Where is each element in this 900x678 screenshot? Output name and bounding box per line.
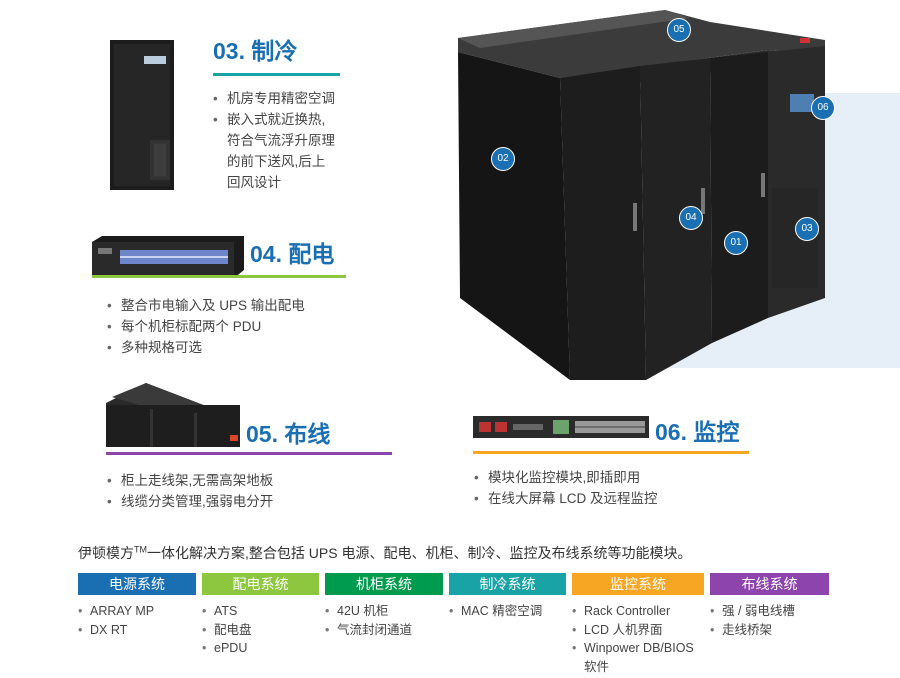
distribution-item: 每个机柜标配两个 PDU: [107, 316, 367, 337]
badge-03: 03: [795, 217, 819, 241]
intro-text-b: 一体化解决方案,整合包括 UPS 电源、配电、机柜、制冷、监控及布线系统等功能模…: [147, 545, 692, 561]
cabling-title-bar: [106, 452, 392, 455]
category-list: Rack ControllerLCD 人机界面Winpower DB/BIOS软…: [572, 602, 710, 676]
monitoring-item: 模块化监控模块,即插即用: [474, 467, 774, 488]
category-item: MAC 精密空调: [449, 602, 572, 621]
cooling-item: 嵌入式就近换热,: [213, 109, 383, 130]
badge-06: 06: [811, 96, 835, 120]
category-item: 配电盘: [202, 621, 325, 640]
cooling-item-continued: 回风设计: [213, 172, 383, 193]
monitoring-item: 在线大屏幕 LCD 及远程监控: [474, 488, 774, 509]
cooling-title: 03. 制冷: [213, 38, 298, 64]
category-item: Rack Controller: [572, 602, 710, 621]
badge-01: 01: [724, 231, 748, 255]
category-item: 软件: [584, 659, 610, 674]
category-list: ATS配电盘ePDU: [202, 602, 325, 658]
category-item: ePDU: [202, 639, 325, 658]
category-list: 42U 机柜气流封闭通道: [325, 602, 449, 639]
category-list: ARRAY MPDX RT: [78, 602, 202, 639]
distribution-list: 整合市电输入及 UPS 输出配电 每个机柜标配两个 PDU 多种规格可选: [107, 295, 367, 358]
cooling-item-line: 的前下送风,后上: [227, 154, 326, 169]
monitoring-title-bar: [473, 451, 749, 454]
intro-sentence: 伊顿模方TM一体化解决方案,整合包括 UPS 电源、配电、机柜、制冷、监控及布线…: [78, 543, 691, 563]
category-header: 电源系统: [78, 573, 196, 595]
category-list: MAC 精密空调: [449, 602, 572, 621]
category-header: 监控系统: [572, 573, 704, 595]
category-item: LCD 人机界面: [572, 621, 710, 640]
category-item: 强 / 弱电线槽: [710, 602, 835, 621]
cooling-item-line: 回风设计: [227, 175, 281, 190]
rack-controller-image: [473, 416, 649, 438]
cooling-item: 机房专用精密空调: [213, 88, 383, 109]
cooling-list: 机房专用精密空调 嵌入式就近换热, 符合气流浮升原理 的前下送风,后上 回风设计: [213, 88, 383, 193]
category-item: ATS: [202, 602, 325, 621]
badge-04: 04: [679, 206, 703, 230]
monitoring-title: 06. 监控: [655, 419, 740, 445]
category-item: 气流封闭通道: [325, 621, 449, 640]
category-item: DX RT: [78, 621, 202, 640]
category-header: 布线系统: [710, 573, 829, 595]
cabling-list: 柜上走线架,无需高架地板 线缆分类管理,强弱电分开: [107, 470, 397, 512]
cooling-item-continued: 的前下送风,后上: [213, 151, 383, 172]
cooling-title-bar: [213, 73, 340, 76]
intro-text-a: 伊顿模方: [78, 545, 134, 561]
category-header: 配电系统: [202, 573, 319, 595]
cooling-item-line: 符合气流浮升原理: [227, 133, 335, 148]
cooling-unit-image: [110, 40, 178, 190]
cabling-title: 05. 布线: [246, 421, 331, 447]
cabling-item: 线缆分类管理,强弱电分开: [107, 491, 397, 512]
distribution-title: 04. 配电: [250, 241, 335, 267]
distribution-item: 整合市电输入及 UPS 输出配电: [107, 295, 367, 316]
distribution-item: 多种规格可选: [107, 337, 367, 358]
category-list: 强 / 弱电线槽走线桥架: [710, 602, 835, 639]
monitoring-list: 模块化监控模块,即插即用 在线大屏幕 LCD 及远程监控: [474, 467, 774, 509]
badge-02: 02: [491, 147, 515, 171]
power-distribution-unit-image: [92, 236, 244, 278]
category-header: 制冷系统: [449, 573, 566, 595]
category-item: 走线桥架: [710, 621, 835, 640]
trademark-mark: TM: [134, 544, 147, 555]
category-item: ARRAY MP: [78, 602, 202, 621]
modular-datacenter-image: [450, 8, 835, 388]
category-item: 42U 机柜: [325, 602, 449, 621]
distribution-title-bar: [92, 275, 346, 278]
cable-tray-image: [106, 383, 240, 447]
category-header: 机柜系统: [325, 573, 443, 595]
badge-05: 05: [667, 18, 691, 42]
cooling-item-continued: 符合气流浮升原理: [213, 130, 383, 151]
category-item: Winpower DB/BIOS: [572, 639, 710, 658]
cabling-item: 柜上走线架,无需高架地板: [107, 470, 397, 491]
